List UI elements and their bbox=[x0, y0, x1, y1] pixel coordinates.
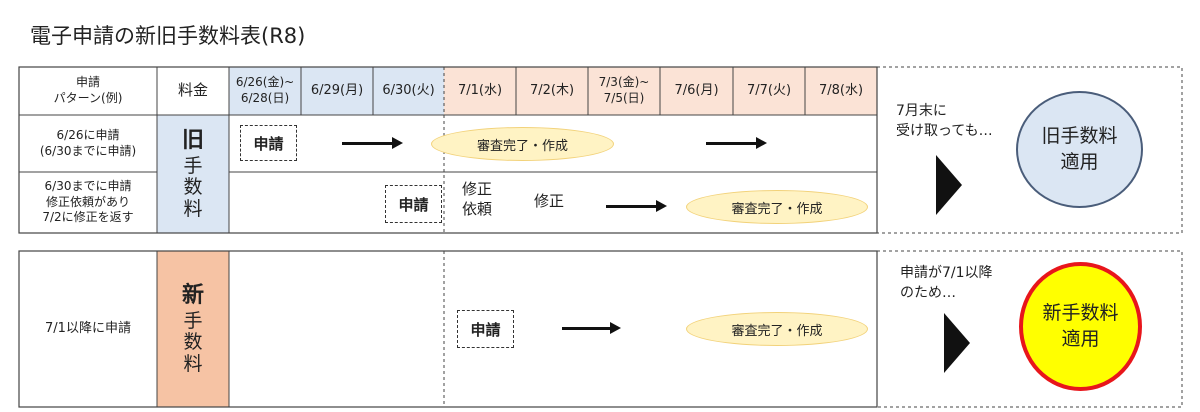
new-fee-rest: 手 数 料 bbox=[183, 309, 203, 376]
header-date: 7/3(金)~ 7/5(日) bbox=[598, 75, 650, 105]
arrow-right-icon bbox=[606, 200, 667, 212]
arrow-right-icon bbox=[562, 322, 621, 334]
header-date: 7/2(木) bbox=[529, 82, 575, 98]
triangle-right-icon bbox=[936, 155, 962, 215]
old-note: 7月末に 受け取っても… bbox=[896, 103, 993, 139]
old-row2-request: 修正 依頼 bbox=[462, 180, 493, 219]
new-fee-fill bbox=[157, 251, 229, 407]
new-apply-box: 申請 bbox=[457, 310, 514, 348]
header-date: 7/8(水) bbox=[818, 82, 864, 98]
header-date: 7/6(月) bbox=[674, 82, 719, 98]
old-row2-fix: 修正 bbox=[534, 192, 565, 210]
old-row2-apply-box: 申請 bbox=[385, 185, 442, 223]
new-fee-big: 新 bbox=[181, 282, 204, 308]
new-review-pill: 審査完了・作成 bbox=[686, 312, 868, 346]
new-pattern: 7/1以降に申請 bbox=[45, 320, 131, 336]
old-fee-big: 旧 bbox=[181, 127, 204, 153]
header-fill-before bbox=[229, 67, 444, 115]
header-date: 7/7(火) bbox=[746, 82, 792, 98]
old-row2-pattern: 6/30までに申請 修正依頼があり 7/2に修正を返す bbox=[42, 179, 134, 225]
old-fee-badge: 旧手数料 適用 bbox=[1016, 91, 1143, 208]
old-row1-pattern: 6/26に申請 (6/30までに申請) bbox=[39, 127, 137, 158]
header-date: 7/1(水) bbox=[457, 82, 503, 98]
old-row1-apply-box: 申請 bbox=[240, 125, 297, 161]
arrow-right-icon bbox=[342, 137, 403, 149]
new-fee-label: 新 手 数 料 bbox=[157, 251, 229, 407]
old-row1-review-pill: 審査完了・作成 bbox=[431, 127, 614, 161]
new-fee-badge: 新手数料 適用 bbox=[1019, 262, 1142, 391]
triangle-right-icon bbox=[944, 313, 970, 373]
old-row2-review-pill: 審査完了・作成 bbox=[686, 190, 868, 224]
header-date: 6/26(金)~ 6/28(日) bbox=[235, 75, 295, 105]
header-date: 6/29(月) bbox=[310, 82, 364, 98]
header-fee: 料金 bbox=[177, 81, 208, 100]
new-note: 申請が7/1以降 のため… bbox=[900, 265, 993, 301]
old-fee-fill bbox=[157, 115, 229, 233]
old-fee-rest: 手 数 料 bbox=[183, 154, 203, 221]
header-date: 6/30(火) bbox=[382, 82, 435, 98]
old-fee-label: 旧 手 数 料 bbox=[157, 115, 229, 233]
page-title: 電子申請の新旧手数料表(R8) bbox=[30, 24, 306, 48]
arrow-right-icon bbox=[706, 137, 767, 149]
header-pattern: 申請 パターン(例) bbox=[53, 75, 123, 105]
